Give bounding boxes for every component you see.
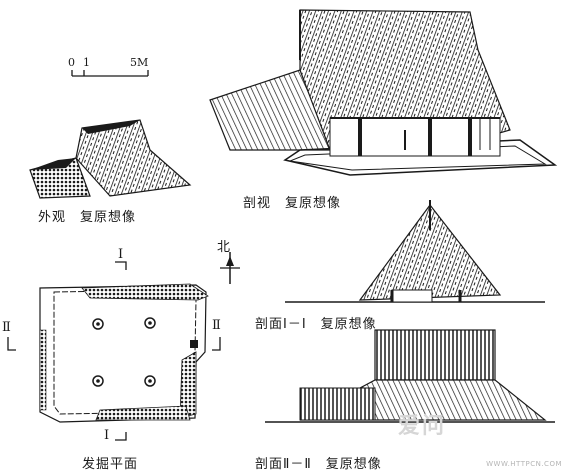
exterior-view-label: 外观 复原想像 xyxy=(38,210,137,225)
plan-mark-bottom: Ⅰ xyxy=(104,428,110,443)
section-1-drawing xyxy=(285,200,545,303)
north-label: 北 xyxy=(217,240,232,255)
section-2-drawing xyxy=(265,329,555,423)
plan-mark-left: Ⅱ xyxy=(2,320,11,335)
cutaway-view-label: 剖视 复原想像 xyxy=(243,196,342,211)
scale-zero: 0 xyxy=(68,56,75,69)
cutaway-view-drawing xyxy=(209,9,558,176)
plan-mark-top: Ⅰ xyxy=(118,247,124,262)
scale-bar xyxy=(71,70,149,77)
watermark-url: WWW.HTTPCN.COM xyxy=(486,460,562,468)
exterior-view-drawing xyxy=(29,119,192,199)
plan-mark-right: Ⅱ xyxy=(212,318,221,333)
scale-five: 5M xyxy=(130,56,149,69)
scale-one: 1 xyxy=(83,56,90,69)
excavation-plan-drawing xyxy=(7,261,221,441)
north-arrow xyxy=(220,252,240,284)
watermark-logo: 爱问 xyxy=(398,414,447,439)
section-1-label: 剖面Ⅰ－Ⅰ 复原想像 xyxy=(255,317,377,332)
excavation-plan-label: 发掘平面 xyxy=(82,457,139,472)
section-2-label: 剖面Ⅱ－Ⅱ 复原想像 xyxy=(255,457,382,472)
